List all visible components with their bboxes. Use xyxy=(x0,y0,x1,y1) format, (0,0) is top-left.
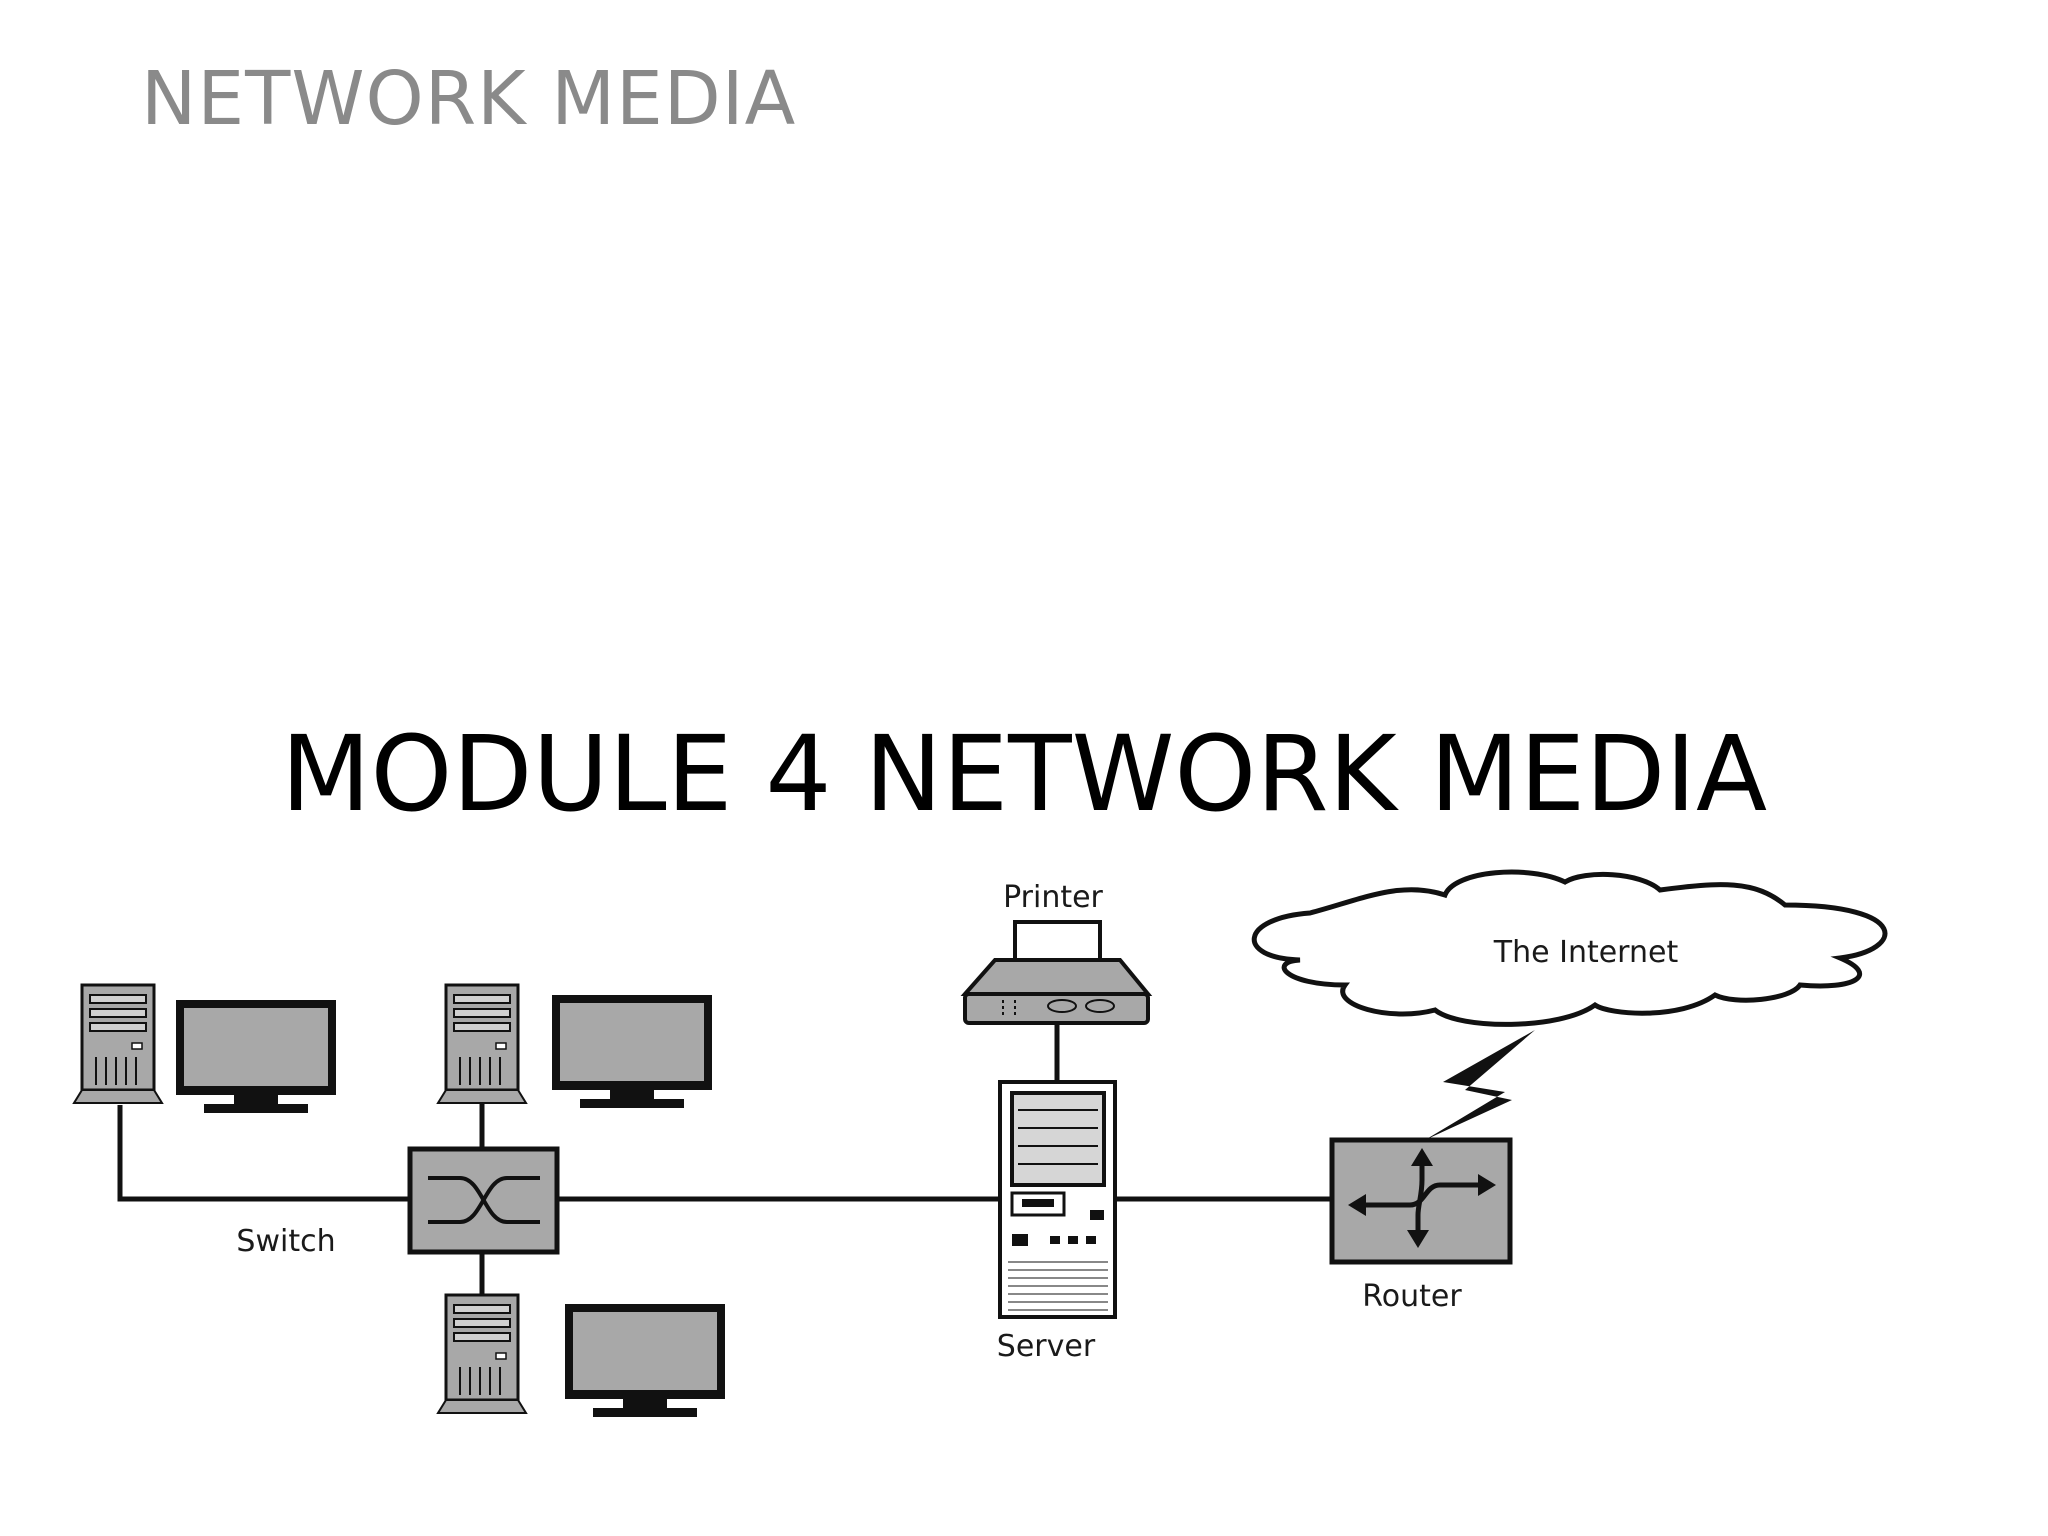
internet-label: The Internet xyxy=(1493,935,1679,970)
server-label: Server xyxy=(997,1329,1096,1364)
tower-pc-icon xyxy=(436,983,528,1105)
lightning-bolt-icon xyxy=(1425,1030,1535,1140)
computer-3 xyxy=(436,1293,725,1417)
switch-icon xyxy=(407,1146,560,1255)
monitor-icon xyxy=(565,1304,725,1417)
tower-pc-icon xyxy=(72,983,164,1105)
switch-label: Switch xyxy=(236,1224,335,1259)
printer-icon xyxy=(960,920,1153,1025)
computer-2 xyxy=(436,983,712,1108)
header-title: NETWORK MEDIA xyxy=(141,56,797,142)
router-icon xyxy=(1329,1137,1513,1265)
monitor-icon xyxy=(552,995,712,1108)
computer-1 xyxy=(72,983,336,1113)
router-label: Router xyxy=(1362,1279,1462,1314)
internet-cloud-icon xyxy=(1251,869,1888,1027)
monitor-icon xyxy=(176,1000,336,1113)
main-title: MODULE 4 NETWORK MEDIA xyxy=(280,713,1768,835)
server-icon xyxy=(998,1080,1117,1319)
tower-pc-icon xyxy=(436,1293,528,1415)
connection-lines xyxy=(117,1023,1332,1295)
printer-label: Printer xyxy=(1003,880,1103,915)
